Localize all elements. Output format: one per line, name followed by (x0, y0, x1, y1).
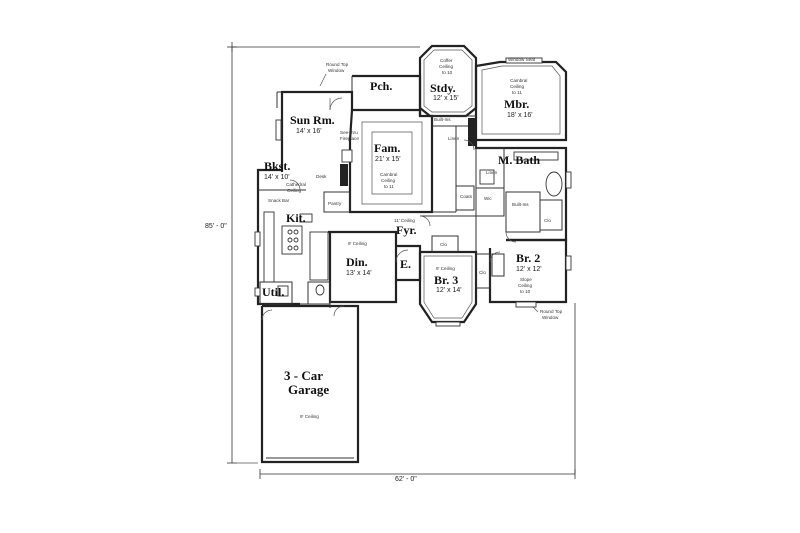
family-note1: Cambral (380, 172, 397, 177)
study-label: Stdy. (430, 81, 456, 95)
bed2-note2: Ceiling (518, 283, 532, 288)
fireplace-note-2: Fireplace (340, 136, 359, 141)
plan-notes: Round Top Window Round Top Window Window… (268, 57, 563, 320)
width-dimension-label: 62' - 0" (395, 476, 417, 483)
study-note1: Coffer (440, 58, 453, 63)
bed3-note: 9' Ceiling (436, 266, 455, 271)
foyer-label: Fyr. (396, 223, 417, 237)
family-label: Fam. (374, 141, 400, 155)
depth-dimension-label: 85' - 0" (205, 223, 227, 230)
master-size: 18' x 16' (507, 112, 533, 119)
family-note2: Ceiling (381, 178, 395, 183)
foyer-note: 11' Ceiling (394, 218, 415, 223)
bed3-label: Br. 3 (434, 273, 458, 287)
built-ins-note-2: Built-Ins (512, 202, 529, 207)
study-size: 12' x 15' (433, 95, 459, 102)
master-note1: Cambral (510, 78, 527, 83)
linen-note: Linen (448, 136, 460, 141)
interior-walls (259, 115, 563, 305)
cathedral-note-2: Ceiling (287, 188, 301, 193)
roundtop-note-right: Round Top (540, 309, 563, 314)
garage-label-2: Garage (288, 382, 329, 397)
roundtop-note-right-2: Window (542, 315, 559, 320)
study-note2: Ceiling (439, 64, 453, 69)
snack-bar-note: Snack Bar (268, 198, 290, 203)
sunroom-label: Sun Rm. (290, 113, 335, 127)
roundtop-note-top: Round Top (326, 62, 349, 67)
fireplace-note: See-thru (340, 130, 358, 135)
dining-note: 9' Ceiling (348, 241, 367, 246)
dimension-lines (227, 42, 576, 479)
family-size: 21' x 15' (375, 156, 401, 163)
closet-note-3: Clo (544, 218, 551, 223)
study-note3: to 10 (442, 70, 453, 75)
bed3-size: 12' x 14' (436, 287, 462, 294)
garage-label-1: 3 - Car (284, 368, 323, 383)
bed2-size: 12' x 12' (516, 266, 542, 273)
family-note3: to 11 (384, 184, 394, 189)
bkfst-label: Bkst. (264, 159, 290, 173)
linen-note-2: Linen (486, 170, 498, 175)
wic-note: Wic (484, 196, 492, 201)
closet-note-2: Clo (479, 270, 486, 275)
bed2-note1: Slope (520, 277, 532, 282)
window-marks (254, 119, 572, 327)
built-ins-note: Built-Ins (434, 117, 451, 122)
cathedral-note: Cathedral (286, 182, 306, 187)
door-swings (261, 97, 517, 321)
dining-label: Din. (346, 255, 368, 269)
room-labels: Pch. Stdy. 12' x 15' Coffer Ceiling to 1… (262, 58, 542, 419)
window-seat-note: Window Seat (508, 57, 536, 62)
porch-label: Pch. (370, 79, 392, 93)
master-label: Mbr. (504, 97, 529, 111)
bed2-label: Br. 2 (516, 251, 540, 265)
kitchen-label: Kit. (286, 211, 306, 225)
dining-size: 13' x 14' (346, 270, 372, 277)
pantry-note: Pantry (328, 201, 342, 206)
master-note3: to 11 (512, 90, 522, 95)
coats-note: Coats (460, 194, 473, 199)
utility-label: Util. (262, 285, 284, 299)
desk-note: Desk (316, 174, 327, 179)
sunroom-size: 14' x 16' (296, 128, 322, 135)
bed2-note3: to 10 (520, 289, 531, 294)
closet-note-1: Clo (440, 242, 447, 247)
roundtop-note-top-2: Window (328, 68, 345, 73)
master-note2: Ceiling (510, 84, 524, 89)
bath-label: M. Bath (498, 153, 540, 167)
bkfst-size: 14' x 10' (264, 174, 290, 181)
entry-label: E. (400, 257, 411, 271)
garage-note: 9' Ceiling (300, 414, 319, 419)
